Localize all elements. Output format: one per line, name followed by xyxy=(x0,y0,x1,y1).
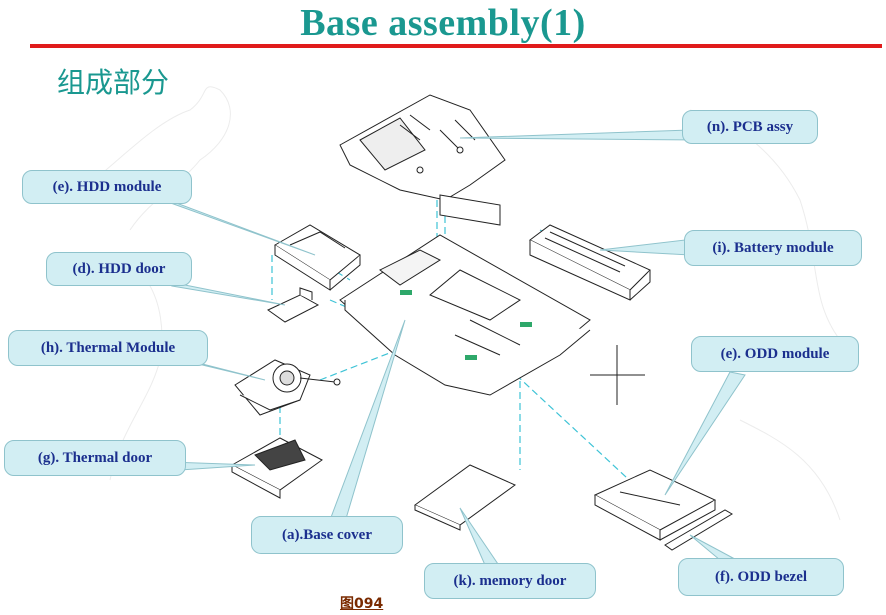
thermal-door-drawing xyxy=(230,437,323,499)
pcb-assy-drawing xyxy=(339,94,506,226)
odd-bezel-drawing xyxy=(664,509,733,551)
thermal-module-drawing xyxy=(234,359,341,416)
callout-thermal-door: (g). Thermal door xyxy=(4,440,186,476)
callout-odd-module: (e). ODD module xyxy=(691,336,859,372)
title-underline xyxy=(30,44,882,48)
callout-hdd-door: (d). HDD door xyxy=(46,252,192,286)
crosshair-mark xyxy=(590,345,645,405)
section-subtitle: 组成部分 xyxy=(57,66,170,99)
odd-module-drawing xyxy=(593,469,717,541)
page-title: Base assembly(1) xyxy=(300,2,586,44)
callout-thermal-module: (h). Thermal Module xyxy=(8,330,208,366)
hdd-module-drawing xyxy=(274,224,361,291)
battery-drawing xyxy=(529,224,651,301)
callout-odd-bezel: (f). ODD bezel xyxy=(678,558,844,596)
callout-battery-module: (i). Battery module xyxy=(684,230,862,266)
callout-base-cover: (a).Base cover xyxy=(251,516,403,554)
figure-caption: 图094 xyxy=(340,596,384,612)
callout-memory-door: (k). memory door xyxy=(424,563,596,599)
base-cover-drawing xyxy=(339,234,591,396)
memory-door-drawing xyxy=(414,464,516,531)
callout-hdd-module: (e). HDD module xyxy=(22,170,192,204)
hdd-door-drawing xyxy=(267,287,320,323)
callout-pcb-assy: (n). PCB assy xyxy=(682,110,818,144)
